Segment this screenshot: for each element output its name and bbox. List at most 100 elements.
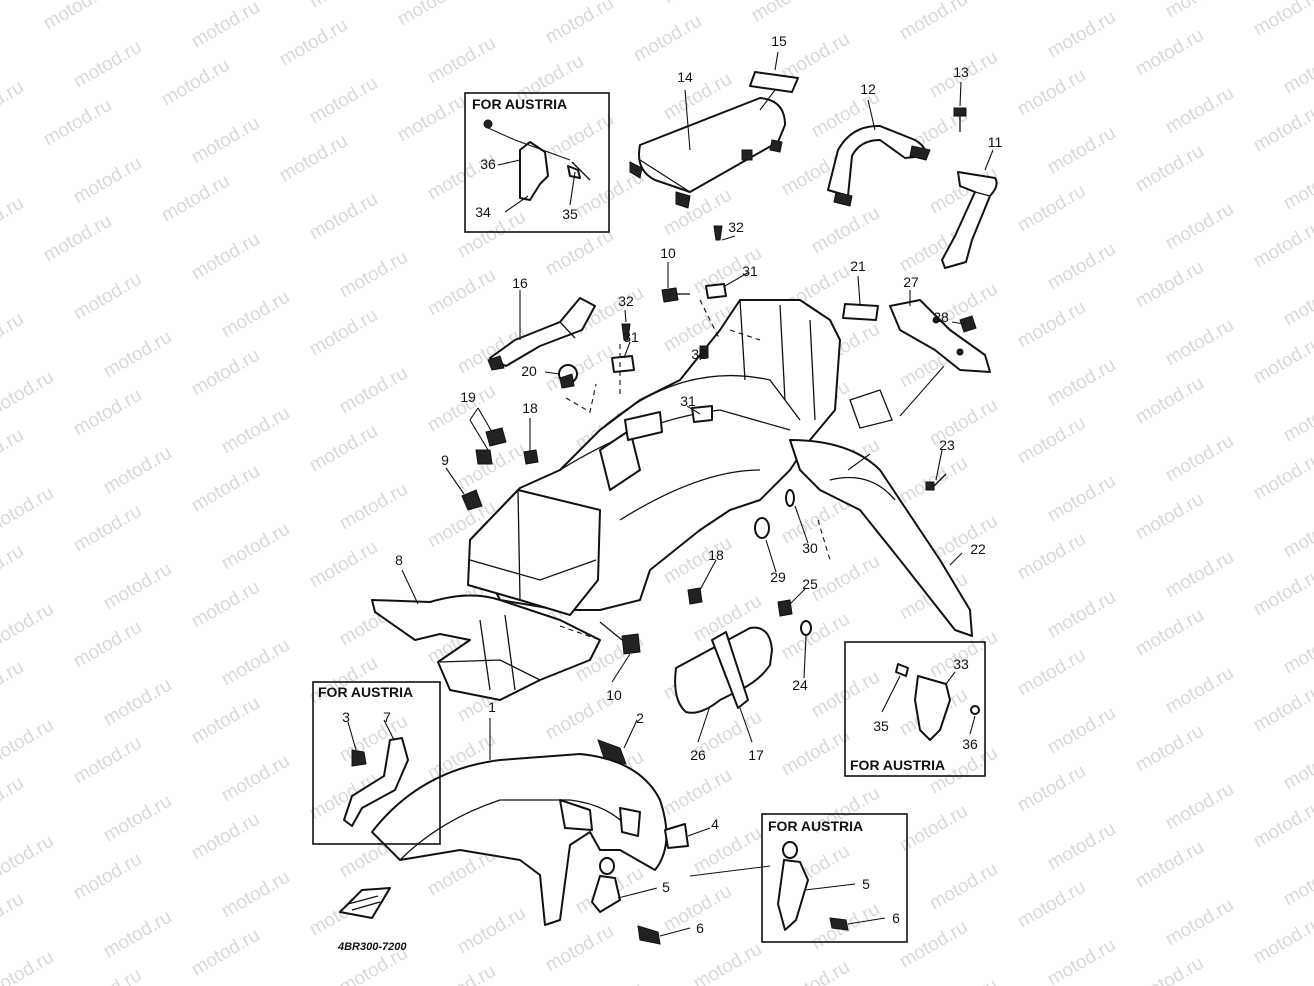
part-front-fender — [371, 753, 668, 926]
inset-box-right: FOR AUSTRIA — [844, 641, 986, 777]
watermark-text: motod.ru — [188, 461, 263, 517]
callout-label: 34 — [475, 204, 491, 220]
callout-label: 10 — [660, 245, 676, 261]
watermark-text: motod.ru — [926, 395, 1001, 451]
watermark-text: motod.ru — [1014, 645, 1089, 701]
watermark-text: motod.ru — [188, 345, 263, 401]
part-plate-bracket — [889, 299, 991, 373]
watermark-text: motod.ru — [1280, 43, 1314, 99]
callout-label: 19 — [460, 389, 476, 405]
part-bolt-2 — [597, 739, 627, 765]
watermark-text: motod.ru — [1132, 721, 1207, 777]
inset-box-label: FOR AUSTRIA — [318, 684, 413, 700]
callout-label: 2 — [636, 710, 644, 726]
watermark-text: motod.ru — [1014, 877, 1089, 933]
watermark-text: motod.ru — [1162, 779, 1237, 835]
watermark-text: motod.ru — [778, 725, 853, 781]
callout-numbers: 1 2 3 4 5 5 6 6 7 8 9 10 10 11 12 13 14 … — [342, 33, 1002, 936]
part-battery-box — [467, 489, 601, 616]
watermark-text: motod.ru — [306, 189, 381, 245]
part-hardware — [461, 225, 947, 655]
part-clip-20 — [558, 364, 578, 389]
inset-box-bottom-right: FOR AUSTRIA — [761, 813, 908, 943]
callout-label: 36 — [480, 156, 496, 172]
callout-label: 24 — [792, 677, 808, 693]
inset-part-left — [343, 737, 409, 827]
watermark-text: motod.ru — [1162, 547, 1237, 603]
watermark-text: motod.ru — [70, 501, 145, 557]
callout-label: 28 — [933, 309, 949, 325]
watermark-text: motod.ru — [1014, 181, 1089, 237]
watermark-text: motod.ru — [218, 751, 293, 807]
callout-label: 26 — [690, 747, 706, 763]
callout-label: 5 — [662, 879, 670, 895]
part-bracket-16 — [487, 297, 596, 371]
callout-label: 18 — [708, 547, 724, 563]
callout-label: 3 — [342, 709, 350, 725]
watermark-text: motod.ru — [1280, 623, 1314, 679]
callout-label: 10 — [606, 687, 622, 703]
watermark-text: motod.ru — [0, 541, 27, 597]
watermark-text: motod.ru — [1280, 507, 1314, 563]
watermark-text: motod.ru — [1132, 605, 1207, 661]
watermark-text: motod.ru — [1162, 315, 1237, 371]
watermark-text: motod.ru — [1044, 471, 1119, 527]
watermark-text: motod.ru — [0, 367, 57, 423]
watermark-text: motod.ru — [1250, 101, 1314, 157]
callout-label: 12 — [860, 81, 876, 97]
callout-label: 32 — [728, 219, 744, 235]
callout-label: 31 — [680, 393, 696, 409]
part-bolt-6 — [637, 925, 661, 945]
watermark-text: motod.ru — [808, 551, 883, 607]
part-rear-flap — [789, 439, 973, 637]
callout-label: 14 — [677, 69, 693, 85]
watermark-text: motod.ru — [0, 483, 57, 539]
watermark-text: motod.ru — [1014, 529, 1089, 585]
watermark-text: motod.ru — [1162, 663, 1237, 719]
callout-label: 8 — [395, 552, 403, 568]
watermark-text: motod.ru — [896, 453, 971, 509]
watermark-text: motod.ru — [1014, 65, 1089, 121]
part-tool-bag — [674, 626, 773, 714]
watermark-text: motod.ru — [542, 225, 617, 281]
callout-label: 25 — [802, 576, 818, 592]
watermark-text: motod.ru — [1014, 0, 1089, 4]
watermark-text: motod.ru — [336, 363, 411, 419]
watermark-text: motod.ru — [100, 443, 175, 499]
watermark-text: motod.ru — [70, 37, 145, 93]
watermark-text: motod.ru — [276, 15, 351, 71]
callout-label: 21 — [850, 258, 866, 274]
inset-part-top-left — [483, 119, 591, 201]
callout-label: 1 — [488, 699, 496, 715]
watermark-text: motod.ru — [336, 247, 411, 303]
watermark-text: motod.ru — [896, 0, 971, 44]
watermark-text: motod.ru — [748, 0, 823, 26]
callout-label: 36 — [962, 736, 978, 752]
watermark-text: motod.ru — [100, 791, 175, 847]
watermark-text: motod.ru — [394, 91, 469, 147]
watermark-text: motod.ru — [1250, 449, 1314, 505]
watermark-text: motod.ru — [70, 269, 145, 325]
watermark-text: motod.ru — [158, 171, 233, 227]
part-reflector-21 — [842, 303, 879, 321]
watermark-text: motod.ru — [0, 831, 57, 887]
watermark-text: motod.ru — [1162, 0, 1237, 22]
watermark-text: motod.ru — [1280, 855, 1314, 911]
watermark-text: motod.ru — [100, 675, 175, 731]
callout-label: 33 — [953, 656, 969, 672]
part-bolt-28 — [959, 315, 977, 333]
parts-drawing — [339, 71, 998, 945]
part-flap-bracket — [849, 389, 893, 429]
inset-box-label: FOR AUSTRIA — [768, 818, 863, 834]
watermark-text: motod.ru — [40, 211, 115, 267]
callout-label: 16 — [512, 275, 528, 291]
watermark-text: motod.ru — [1044, 587, 1119, 643]
watermark-text: motod.ru — [70, 153, 145, 209]
part-hose-guide — [591, 857, 621, 913]
watermark-text: motod.ru — [0, 309, 27, 365]
part-mudguard-8 — [371, 594, 601, 701]
watermark-text: motod.ru — [0, 599, 57, 655]
watermark-text: motod.ru — [808, 203, 883, 259]
watermark-text: motod.ru — [0, 773, 27, 829]
